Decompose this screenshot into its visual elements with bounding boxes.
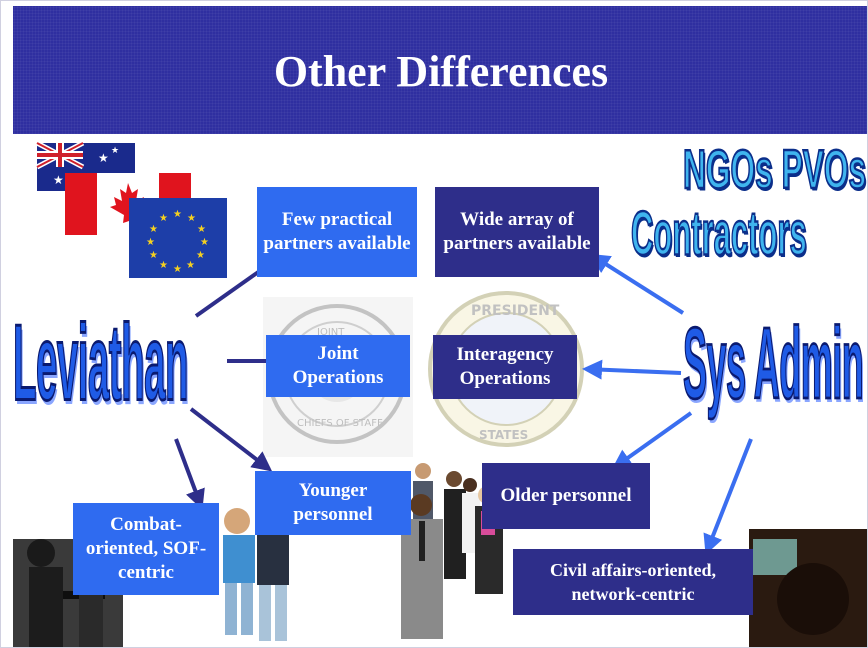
svg-text:STATES: STATES: [479, 428, 528, 442]
svg-text:★: ★: [98, 151, 109, 165]
leviathan-label: Leviathan: [12, 301, 189, 424]
svg-text:★: ★: [173, 209, 182, 220]
young-men-image: [223, 504, 289, 641]
ngos-pvos-wordart: NGOs PVOs: [682, 138, 867, 202]
civil-affairs-box: Civil affairs-oriented, network-centric: [513, 549, 753, 615]
svg-text:★: ★: [173, 264, 182, 275]
eu-flag-icon: ★ ★ ★ ★ ★ ★ ★ ★ ★ ★ ★ ★: [129, 198, 227, 278]
australia-flag-icon: ★ ★ ★: [35, 140, 135, 191]
older-personnel-box: Older personnel: [482, 463, 650, 529]
svg-text:★: ★: [149, 250, 158, 261]
svg-text:★: ★: [186, 260, 195, 271]
svg-text:★: ★: [146, 237, 155, 248]
svg-text:★: ★: [53, 173, 64, 187]
combat-oriented-box: Combat-oriented, SOF-centric: [73, 503, 219, 595]
arrow-to-younger: [189, 407, 273, 472]
title-bar: Other Differences: [13, 6, 867, 134]
svg-text:★: ★: [111, 146, 119, 156]
sysadmin-arrows: [582, 253, 753, 555]
arrow-to-civil: [703, 438, 753, 555]
svg-text:★: ★: [159, 213, 168, 224]
joint-operations-box: Joint Operations: [266, 335, 410, 397]
svg-text:JOINT: JOINT: [316, 327, 345, 338]
contractors-wordart: Contractors: [630, 197, 807, 270]
arrow-to-combat: [174, 438, 205, 510]
arrow-to-wide-partners: [589, 253, 685, 315]
svg-text:CHIEFS OF STAFF: CHIEFS OF STAFF: [297, 418, 383, 429]
svg-text:★: ★: [200, 237, 209, 248]
svg-text:★: ★: [196, 250, 205, 261]
interagency-operations-box: Interagency Operations: [433, 335, 577, 399]
svg-text:★: ★: [149, 224, 158, 235]
arrow-to-older: [611, 411, 693, 470]
svg-text:PRESIDENT: PRESIDENT: [471, 303, 560, 319]
arrow-to-interagency: [582, 359, 682, 380]
slide-title: Other Differences: [273, 47, 609, 96]
svg-text:★: ★: [187, 213, 196, 224]
sysadmin-label: Sys Admin: [682, 307, 864, 422]
drinking-child-image: [749, 529, 867, 647]
few-partners-box: Few practical partners available: [257, 187, 417, 277]
younger-personnel-box: Younger personnel: [255, 471, 411, 535]
svg-text:★: ★: [197, 224, 206, 235]
wide-partners-box: Wide array of partners available: [435, 187, 599, 277]
svg-text:★: ★: [159, 260, 168, 271]
